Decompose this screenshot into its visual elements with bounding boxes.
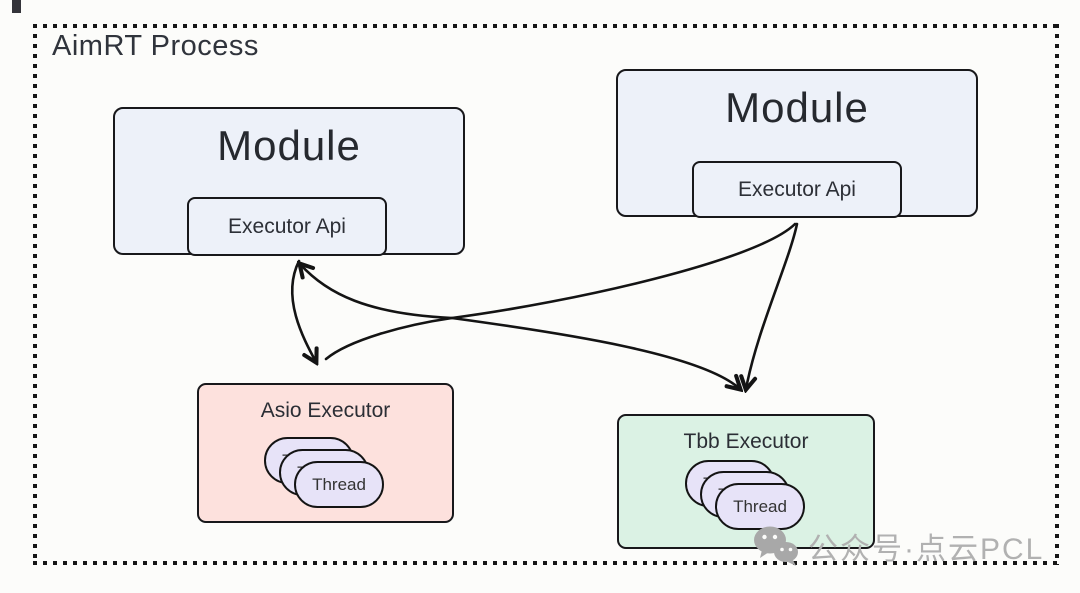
module-box-left: Module Executor Api [113,107,465,256]
corner-artifact [12,0,21,13]
executor-api-label: Executor Api [228,214,346,238]
module-box-right: Module Executor Api [616,69,978,218]
executor-api-box-right: Executor Api [692,161,902,218]
process-title: AimRT Process [52,30,259,62]
thread-pill-front: Thread [294,461,384,508]
boundary-top [33,24,1059,28]
watermark: 公众号·点云PCL [752,524,1044,568]
watermark-text: 公众号·点云PCL [808,533,1045,566]
tbb-executor-title: Tbb Executor [683,430,809,453]
boundary-bottom [33,561,1059,565]
wechat-icon [754,526,798,566]
module-label: Module [725,84,869,131]
thread-pill-front: Thread [715,483,805,530]
boundary-right [1055,24,1059,565]
executor-api-box-left: Executor Api [187,197,387,256]
executor-api-label: Executor Api [738,177,856,201]
process-boundary [33,24,1059,565]
asio-executor-title: Asio Executor [260,399,391,422]
module-label: Module [217,122,361,169]
boundary-left [33,24,37,565]
